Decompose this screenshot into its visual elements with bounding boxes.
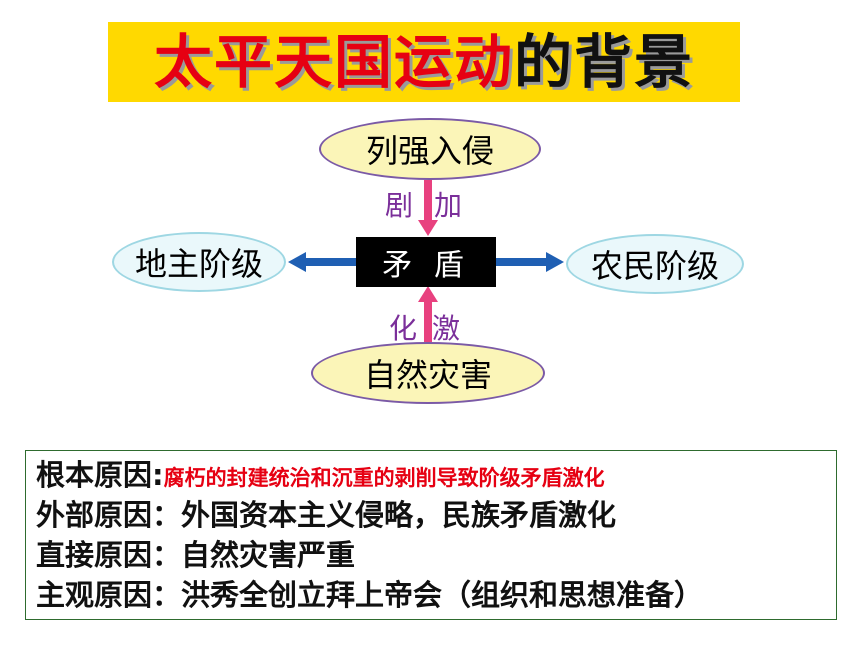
node-peasant-class-label: 农民阶级 [590,247,719,285]
node-foreign-invasion-label: 列强入侵 [365,132,494,170]
cause-value: 洪秀全创立拜上帝会（组织和思想准备） [181,578,704,612]
node-landlord-class: 地主阶级 [112,232,286,292]
cause-label: 主观原因： [36,578,182,612]
node-contradiction: 矛 盾 [356,237,496,287]
cause-value: 外国资本主义侵略，民族矛盾激化 [181,498,617,532]
node-peasant-class: 农民阶级 [566,234,744,294]
cause-value: 自然灾害严重 [181,538,356,572]
causes-box: 根本原因:腐朽的封建统治和沉重的剥削导致阶级矛盾激化 外部原因：外国资本主义侵略… [25,450,837,620]
cause-row-fundamental: 根本原因:腐朽的封建统治和沉重的剥削导致阶级矛盾激化 [36,455,826,495]
cause-label: 根本原因: [36,458,164,492]
cause-label: 外部原因： [36,498,182,532]
arrow-right-head [546,252,564,272]
node-foreign-invasion: 列强入侵 [319,118,541,180]
node-natural-disasters: 自然灾害 [311,342,545,404]
cause-row-direct: 直接原因：自然灾害严重 [36,535,826,575]
title-part-dark: 的背景 [514,28,695,96]
arrow-top-down-head [418,220,438,236]
arrow-bottom-up-head [418,286,438,302]
node-contradiction-label: 矛 盾 [382,248,470,283]
label-intensify-a: 剧 [385,189,414,222]
cause-label: 直接原因： [36,538,182,572]
label-sharpen-a: 化 [389,312,418,345]
cause-row-external: 外部原因：外国资本主义侵略，民族矛盾激化 [36,495,826,535]
cause-row-subjective: 主观原因：洪秀全创立拜上帝会（组织和思想准备） [36,575,826,615]
cause-value: 腐朽的封建统治和沉重的剥削导致阶级矛盾激化 [163,466,605,490]
label-intensify-b: 加 [434,189,463,222]
title-part-red: 太平天国运动 [153,28,514,96]
node-landlord-class-label: 地主阶级 [134,245,263,283]
arrow-left-head [288,252,306,272]
title-banner: 太平天国运动的背景 [108,22,740,102]
node-natural-disasters-label: 自然灾害 [363,356,492,394]
label-sharpen-b: 激 [432,312,461,345]
